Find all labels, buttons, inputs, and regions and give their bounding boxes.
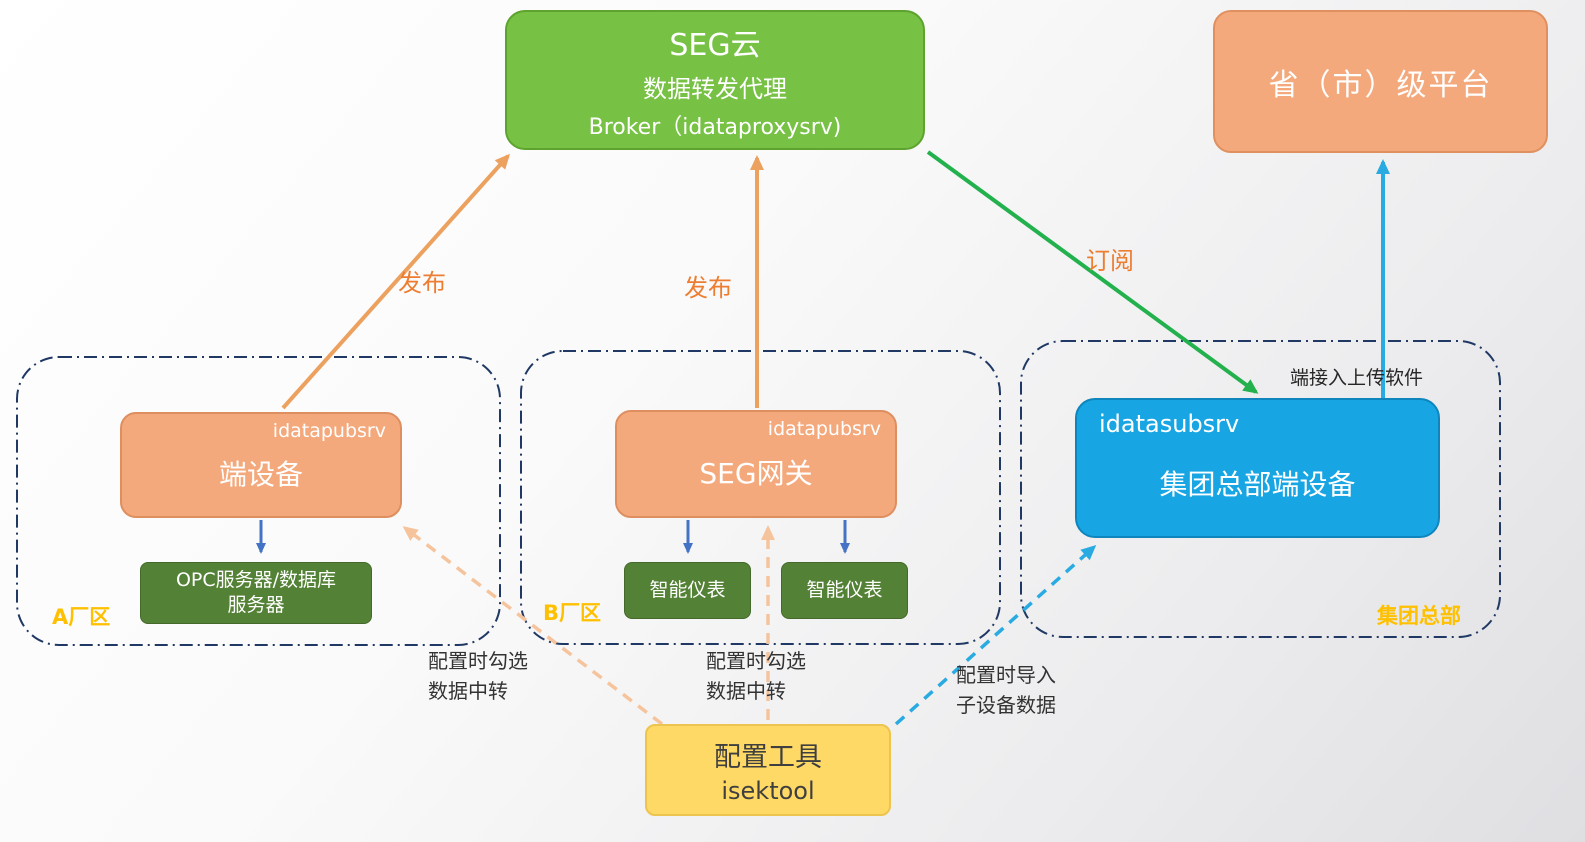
config-hint-a-line2: 数据中转 xyxy=(428,679,508,703)
publish-a-label: 发布 xyxy=(398,269,446,297)
hq-device-node: idatasubsrv 集团总部端设备 xyxy=(1075,398,1440,538)
subscribe-label: 订阅 xyxy=(1086,247,1134,275)
opc-server-node: OPC服务器/数据库 服务器 xyxy=(140,562,372,624)
opc-server-line2: 服务器 xyxy=(227,594,285,616)
edge-device-label: 端设备 xyxy=(218,458,303,491)
config-hint-a: 配置时勾选 数据中转 xyxy=(428,646,528,706)
config-hint-hq-line2: 子设备数据 xyxy=(956,693,1056,717)
config-hint-hq-line1: 配置时导入 xyxy=(956,663,1056,687)
seg-cloud-subtitle: 数据转发代理 xyxy=(643,74,787,103)
smart-meter-node: 智能仪表 xyxy=(781,562,908,619)
config-hint-b-line1: 配置时勾选 xyxy=(706,649,806,673)
seg-gateway-tag: idatapubsrv xyxy=(767,418,881,440)
edge-device-tag: idatapubsrv xyxy=(272,420,386,442)
config-hint-hq: 配置时导入 子设备数据 xyxy=(956,660,1056,720)
opc-server-line1: OPC服务器/数据库 xyxy=(175,569,337,592)
publish-a-arrow xyxy=(281,153,510,410)
config-to-edge-device-arrow xyxy=(402,526,664,726)
province-platform-node: 省（市）级平台 xyxy=(1213,10,1548,153)
hq-device-label: 集团总部端设备 xyxy=(1159,468,1356,501)
config-tool-node: 配置工具 isektool xyxy=(645,724,891,816)
config-tool-title: 配置工具 xyxy=(714,742,822,773)
seg-cloud-node: SEG云 数据转发代理 Broker（idataproxysrv) xyxy=(505,10,925,150)
seg-gateway-node: idatapubsrv SEG网关 xyxy=(615,410,897,518)
zone-hq-frame xyxy=(1020,340,1501,638)
edge-device-node: idatapubsrv 端设备 xyxy=(120,412,402,518)
hq-device-tag: idatasubsrv xyxy=(1099,410,1240,438)
zone-b-label: B厂区 xyxy=(543,601,602,625)
config-hint-b-line2: 数据中转 xyxy=(706,679,786,703)
zone-a-label: A厂区 xyxy=(52,605,111,629)
seg-cloud-title: SEG云 xyxy=(669,27,761,63)
smart-meter-node: 智能仪表 xyxy=(624,562,751,619)
upload-note-label: 端接入上传软件 xyxy=(1290,367,1424,389)
zone-b-frame xyxy=(520,350,1001,645)
province-platform-label: 省（市）级平台 xyxy=(1268,67,1493,103)
config-hint-a-line1: 配置时勾选 xyxy=(428,649,528,673)
config-hint-b: 配置时勾选 数据中转 xyxy=(706,646,806,706)
seg-cloud-broker: Broker（idataproxysrv) xyxy=(588,114,842,140)
publish-b-label: 发布 xyxy=(684,274,732,302)
seg-gateway-label: SEG网关 xyxy=(699,457,813,490)
config-tool-subtitle: isektool xyxy=(721,777,815,805)
config-to-hq-device-arrow xyxy=(894,545,1097,726)
zone-hq-label: 集团总部 xyxy=(1377,604,1461,628)
zone-a-frame xyxy=(16,356,501,646)
subscribe-arrow xyxy=(926,150,1259,394)
